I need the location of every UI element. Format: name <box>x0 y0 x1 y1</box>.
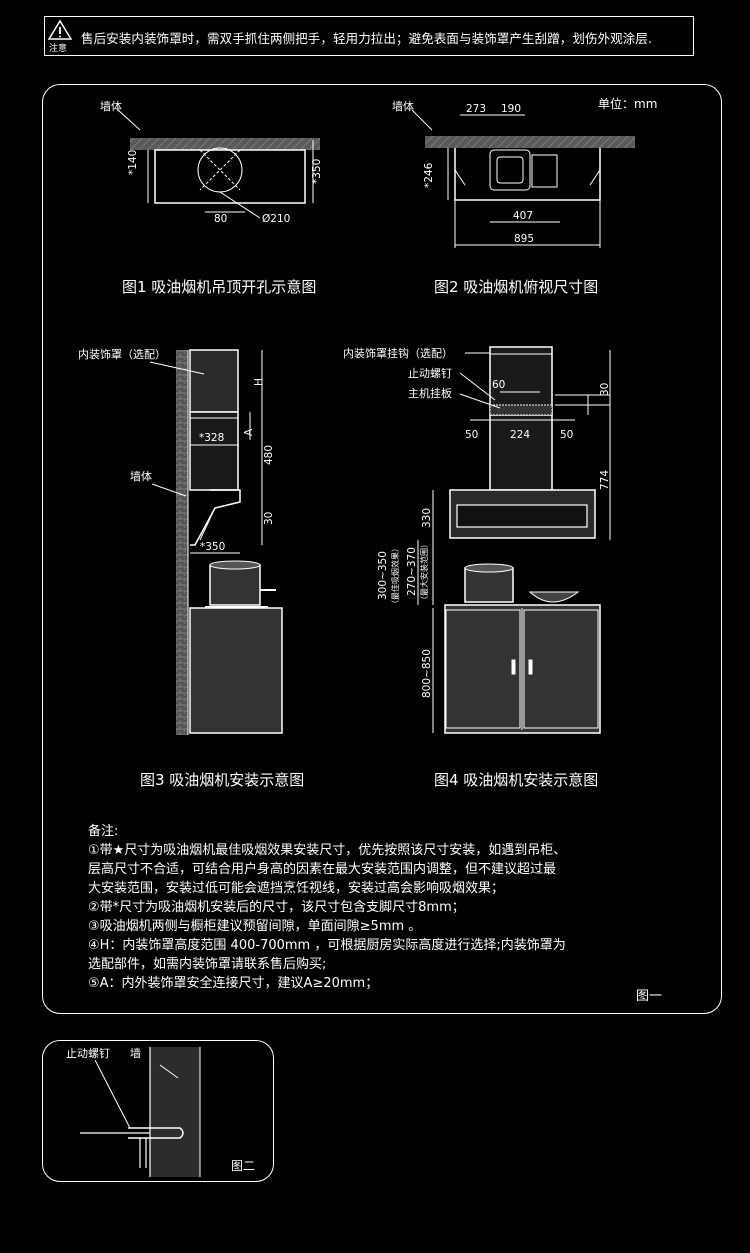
fig4-drawing <box>417 346 611 734</box>
fig3-wall-label: 墙体 <box>130 469 152 483</box>
notes-block: 备注: ①带★尺寸为吸油烟机最佳吸烟效果安装尺寸，优先按照该尺寸安装，如遇到吊柜… <box>88 822 688 993</box>
notes-line: 大安装范围，安装过低可能会遮挡烹饪视线，安装过高会影响吸烟效果； <box>88 881 505 896</box>
fig4-dim-50-left: 50 <box>465 429 478 441</box>
fig3-cover-label: 内装饰罩（选配） <box>78 347 166 361</box>
unit-label: 单位：mm <box>598 96 657 111</box>
fig2-dim-246: *246 <box>423 162 435 188</box>
fig1-caption: 图1 吸油烟机吊顶开孔示意图 <box>122 278 316 296</box>
fig4-dim-30: 30 <box>599 383 611 396</box>
notice-text: 售后安装内装饰罩时，需双手抓住两侧把手，轻用力拉出；避免表面与装饰罩产生刮蹭，划… <box>81 31 653 46</box>
notes-title: 备注: <box>88 824 119 839</box>
fig2-drawing <box>411 109 635 248</box>
fig4-max-note: （最大安装范围） <box>419 540 429 604</box>
fig4-dim-774: 774 <box>599 470 611 490</box>
fig3-dim-30: 30 <box>263 512 275 525</box>
fig3-drawing <box>176 349 283 735</box>
detail-panel <box>42 1040 274 1182</box>
fig3-dim-328: *328 <box>199 432 224 444</box>
fig4-screw-label: 止动螺钉 <box>408 367 452 380</box>
diagram-panel <box>42 84 722 1014</box>
fig1-dim-left: *140 <box>127 150 139 175</box>
notes-line: ①带★尺寸为吸油烟机最佳吸烟效果安装尺寸，优先按照该尺寸安装，如遇到吊柜、 <box>88 843 567 858</box>
fig2-dim-895: 895 <box>514 233 534 245</box>
fig4-dim-cabinet: 800~850 <box>421 649 433 698</box>
fig2-dim-273: 273 <box>466 103 486 115</box>
fig4-max-range: 270~370 <box>406 547 418 596</box>
notes-line: ⑤A：内外装饰罩安全连接尺寸，建议A≥20mm； <box>88 976 379 991</box>
fig2-wall-label: 墙体 <box>392 99 414 113</box>
fig2-dim-190: 190 <box>501 103 521 115</box>
fig3-dim-350: *350 <box>200 541 225 553</box>
fig1-dim-diameter: Ø210 <box>262 213 290 225</box>
notes-line: ②带*尺寸为吸油烟机安装后的尺寸，该尺寸包含支脚尺寸8mm； <box>88 900 465 915</box>
notice-bar: 注意 售后安装内装饰罩时，需双手抓住两侧把手，轻用力拉出；避免表面与装饰罩产生刮… <box>44 16 694 56</box>
warning-icon <box>47 19 73 40</box>
fig4-dim-330: 330 <box>421 508 433 528</box>
fig1-wall-label: 墙体 <box>100 99 122 113</box>
fig4-caption: 图4 吸油烟机安装示意图 <box>434 771 598 789</box>
fig4-dim-224: 224 <box>510 429 530 441</box>
fig3-dim-h: H <box>253 378 265 386</box>
fig2-caption: 图2 吸油烟机俯视尺寸图 <box>434 278 598 296</box>
notes-line: 层高尺寸不合适，可结合用户身高的因素在最大安装范围内调整，但不建议超过最 <box>88 862 557 877</box>
notice-label: 注意 <box>49 44 68 54</box>
figure-one-tag: 图一 <box>636 989 662 1004</box>
notes-line: 选配部件，如需内装饰罩请联系售后购买; <box>88 957 327 972</box>
notes-line: ③吸油烟机两侧与橱柜建议预留间隙，单面间隙≥5mm 。 <box>88 919 422 934</box>
fig4-hook-label: 内装饰罩挂钩（选配） <box>343 346 453 360</box>
fig1-dim-offset: 80 <box>214 213 227 225</box>
fig2-dim-407: 407 <box>513 210 533 222</box>
fig4-dim-60: 60 <box>492 379 505 391</box>
fig4-plate-label: 主机挂板 <box>408 386 452 400</box>
fig3-dim-a: A <box>243 428 255 436</box>
fig4-best-note: （最佳吸烟效果） <box>390 544 400 608</box>
fig3-caption: 图3 吸油烟机安装示意图 <box>140 771 304 789</box>
notes-line: ④H：内装饰罩高度范围 400-700mm ，可根据厨房实际高度进行选择;内装饰… <box>88 938 566 953</box>
fig1-drawing <box>117 109 320 219</box>
fig3-dim-480: 480 <box>263 445 275 465</box>
fig4-best-range: 300~350 <box>377 551 389 600</box>
fig4-dim-50-right: 50 <box>560 429 573 441</box>
fig1-dim-right: *350 <box>311 159 323 184</box>
